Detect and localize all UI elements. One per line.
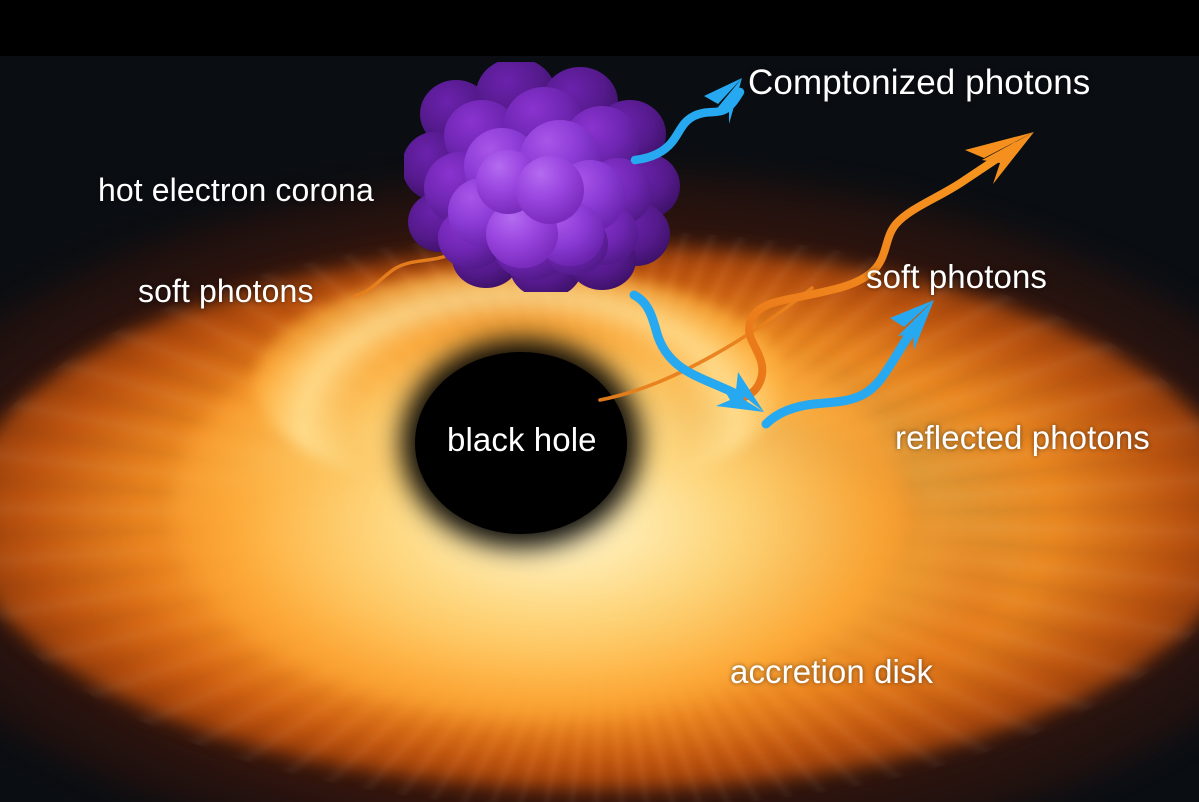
label-reflected-photons: reflected photons [895,419,1150,456]
label-black-hole: black hole [447,421,597,458]
black-hole-shadow [415,352,627,534]
label-accretion-disk: accretion disk [730,653,934,690]
corona-front-blobs [448,120,626,268]
label-comptonized-photons: Comptonized photons [748,63,1091,102]
label-hot-electron-corona: hot electron corona [98,172,374,208]
top-black-band [0,0,1199,56]
hot-electron-corona [404,62,680,292]
label-soft-photons-left: soft photons [138,273,314,309]
label-soft-photons-right: soft photons [866,258,1047,295]
arrow-soft-photons-barb [965,132,1034,158]
arrow-soft-photons-path [738,142,1020,402]
arrow-soft-photons-head [982,132,1034,184]
